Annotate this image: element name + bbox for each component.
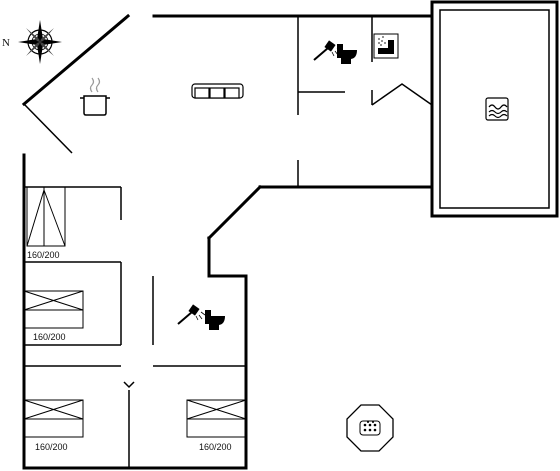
whirlpool-icon: [346, 404, 394, 452]
compass-rose-icon: [18, 20, 62, 64]
toilet-icon: [205, 310, 225, 330]
pool-outer-wall: [430, 0, 559, 218]
bed-1: [26, 186, 66, 247]
bed-2: [23, 290, 84, 329]
wall-diagonal-middle: [206, 184, 263, 241]
pool-basin: [439, 9, 550, 209]
bed-size-label: 160/200: [27, 250, 60, 260]
interior-walls: [23, 16, 433, 468]
shower-icon: [177, 304, 206, 325]
walls: [21, 0, 559, 470]
toilet-icon: [337, 44, 357, 64]
cooking-pot-icon: [80, 77, 110, 116]
sauna-icon: [373, 33, 399, 59]
bed-4: [186, 399, 247, 438]
door-stub: [123, 381, 135, 389]
bed-size-label: 160/200: [199, 442, 232, 452]
pool-icon: [485, 97, 509, 121]
wall-diagonal-top-left: [21, 13, 131, 107]
wall-kitchen-diagonal: [23, 103, 73, 154]
bed-3: [23, 399, 84, 438]
shower-icon: [313, 40, 342, 61]
sofa-icon: [191, 83, 244, 99]
bed-size-label: 160/200: [33, 332, 66, 342]
wall-sauna: [371, 83, 433, 106]
compass-north-label: N: [2, 37, 10, 49]
bed-size-label: 160/200: [35, 442, 68, 452]
